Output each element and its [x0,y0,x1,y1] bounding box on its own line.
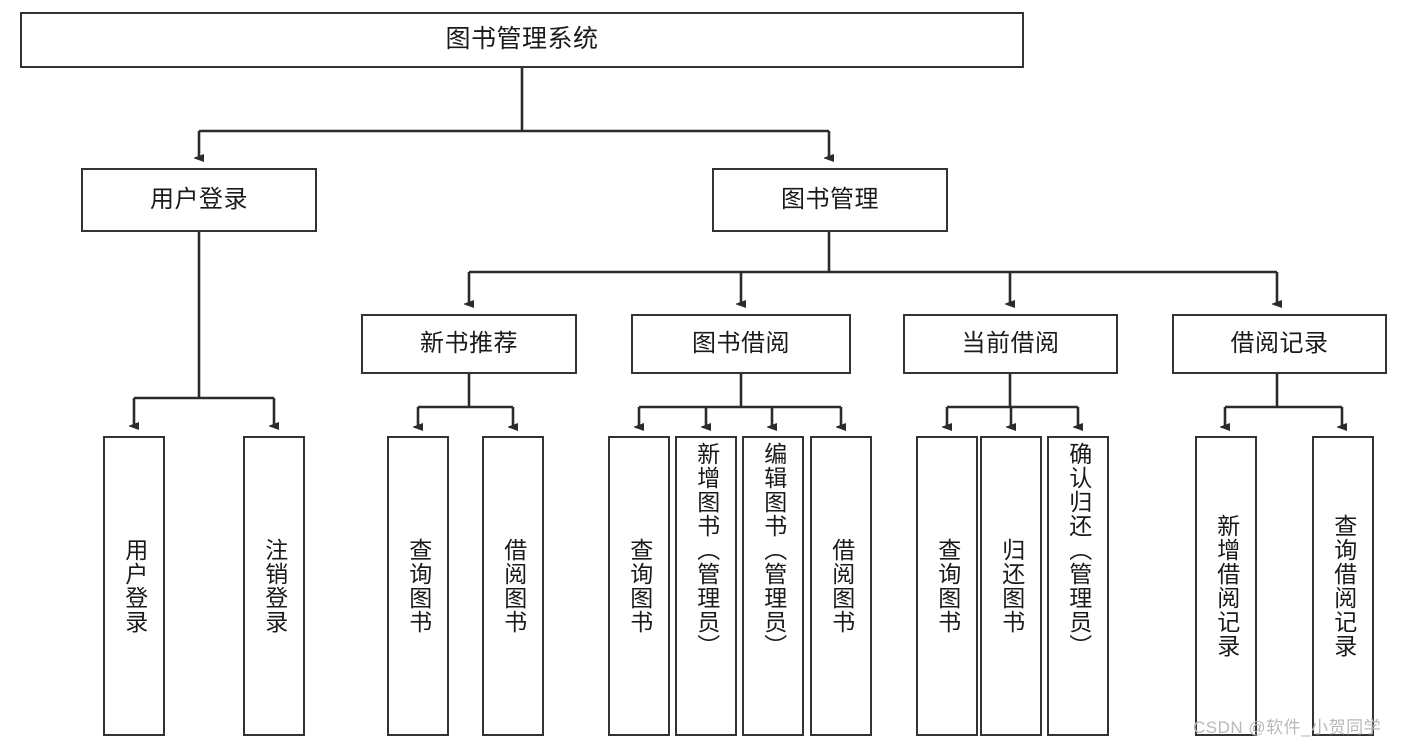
leaf-record-add[interactable]: 新增借阅记录 [1195,436,1257,736]
node-new-book-recommend[interactable]: 新书推荐 [361,314,577,374]
node-borrow-record-label: 借阅记录 [1230,329,1329,357]
node-book-borrow-label: 图书借阅 [692,329,790,357]
leaf-user-login-label: 用户登录 [121,538,148,634]
leaf-current-query-book[interactable]: 查询图书 [916,436,978,736]
node-book-borrow[interactable]: 图书借阅 [631,314,851,374]
leaf-logout[interactable]: 注销登录 [243,436,305,736]
leaf-newbook-borrow-book[interactable]: 借阅图书 [482,436,544,736]
node-root-label: 图书管理系统 [445,25,599,54]
leaf-current-confirm-return-label: 确认归还（管理员） [1065,442,1092,658]
node-borrow-record[interactable]: 借阅记录 [1172,314,1387,374]
leaf-borrow-add-book-label: 新增图书（管理员） [693,442,720,658]
node-current-borrow-label: 当前借阅 [961,329,1060,357]
leaf-current-confirm-return[interactable]: 确认归还（管理员） [1047,436,1109,736]
leaf-logout-label: 注销登录 [261,538,288,634]
node-user-login-label: 用户登录 [150,185,248,213]
leaf-current-return-book[interactable]: 归还图书 [980,436,1042,736]
leaf-newbook-query-book-label: 查询图书 [405,538,432,634]
leaf-record-add-label: 新增借阅记录 [1213,514,1240,658]
leaf-borrow-borrow-book-label: 借阅图书 [828,538,855,634]
leaf-borrow-edit-book-label: 编辑图书（管理员） [760,442,787,658]
node-new-book-recommend-label: 新书推荐 [420,329,518,357]
node-current-borrow[interactable]: 当前借阅 [903,314,1118,374]
leaf-newbook-query-book[interactable]: 查询图书 [387,436,449,736]
leaf-borrow-query-book[interactable]: 查询图书 [608,436,670,736]
leaf-borrow-query-book-label: 查询图书 [626,538,653,634]
node-book-management-label: 图书管理 [781,185,879,213]
leaf-borrow-edit-book[interactable]: 编辑图书（管理员） [742,436,804,736]
node-root[interactable]: 图书管理系统 [20,12,1024,68]
node-book-management[interactable]: 图书管理 [712,168,948,232]
node-user-login[interactable]: 用户登录 [81,168,317,232]
leaf-record-query[interactable]: 查询借阅记录 [1312,436,1374,736]
leaf-borrow-borrow-book[interactable]: 借阅图书 [810,436,872,736]
leaf-borrow-add-book[interactable]: 新增图书（管理员） [675,436,737,736]
leaf-record-query-label: 查询借阅记录 [1330,514,1357,658]
leaf-newbook-borrow-book-label: 借阅图书 [500,538,527,634]
csdn-watermark: CSDN @软件_小贺同学 [1193,718,1382,737]
leaf-current-return-book-label: 归还图书 [998,538,1025,634]
leaf-current-query-book-label: 查询图书 [934,538,961,634]
leaf-user-login[interactable]: 用户登录 [103,436,165,736]
